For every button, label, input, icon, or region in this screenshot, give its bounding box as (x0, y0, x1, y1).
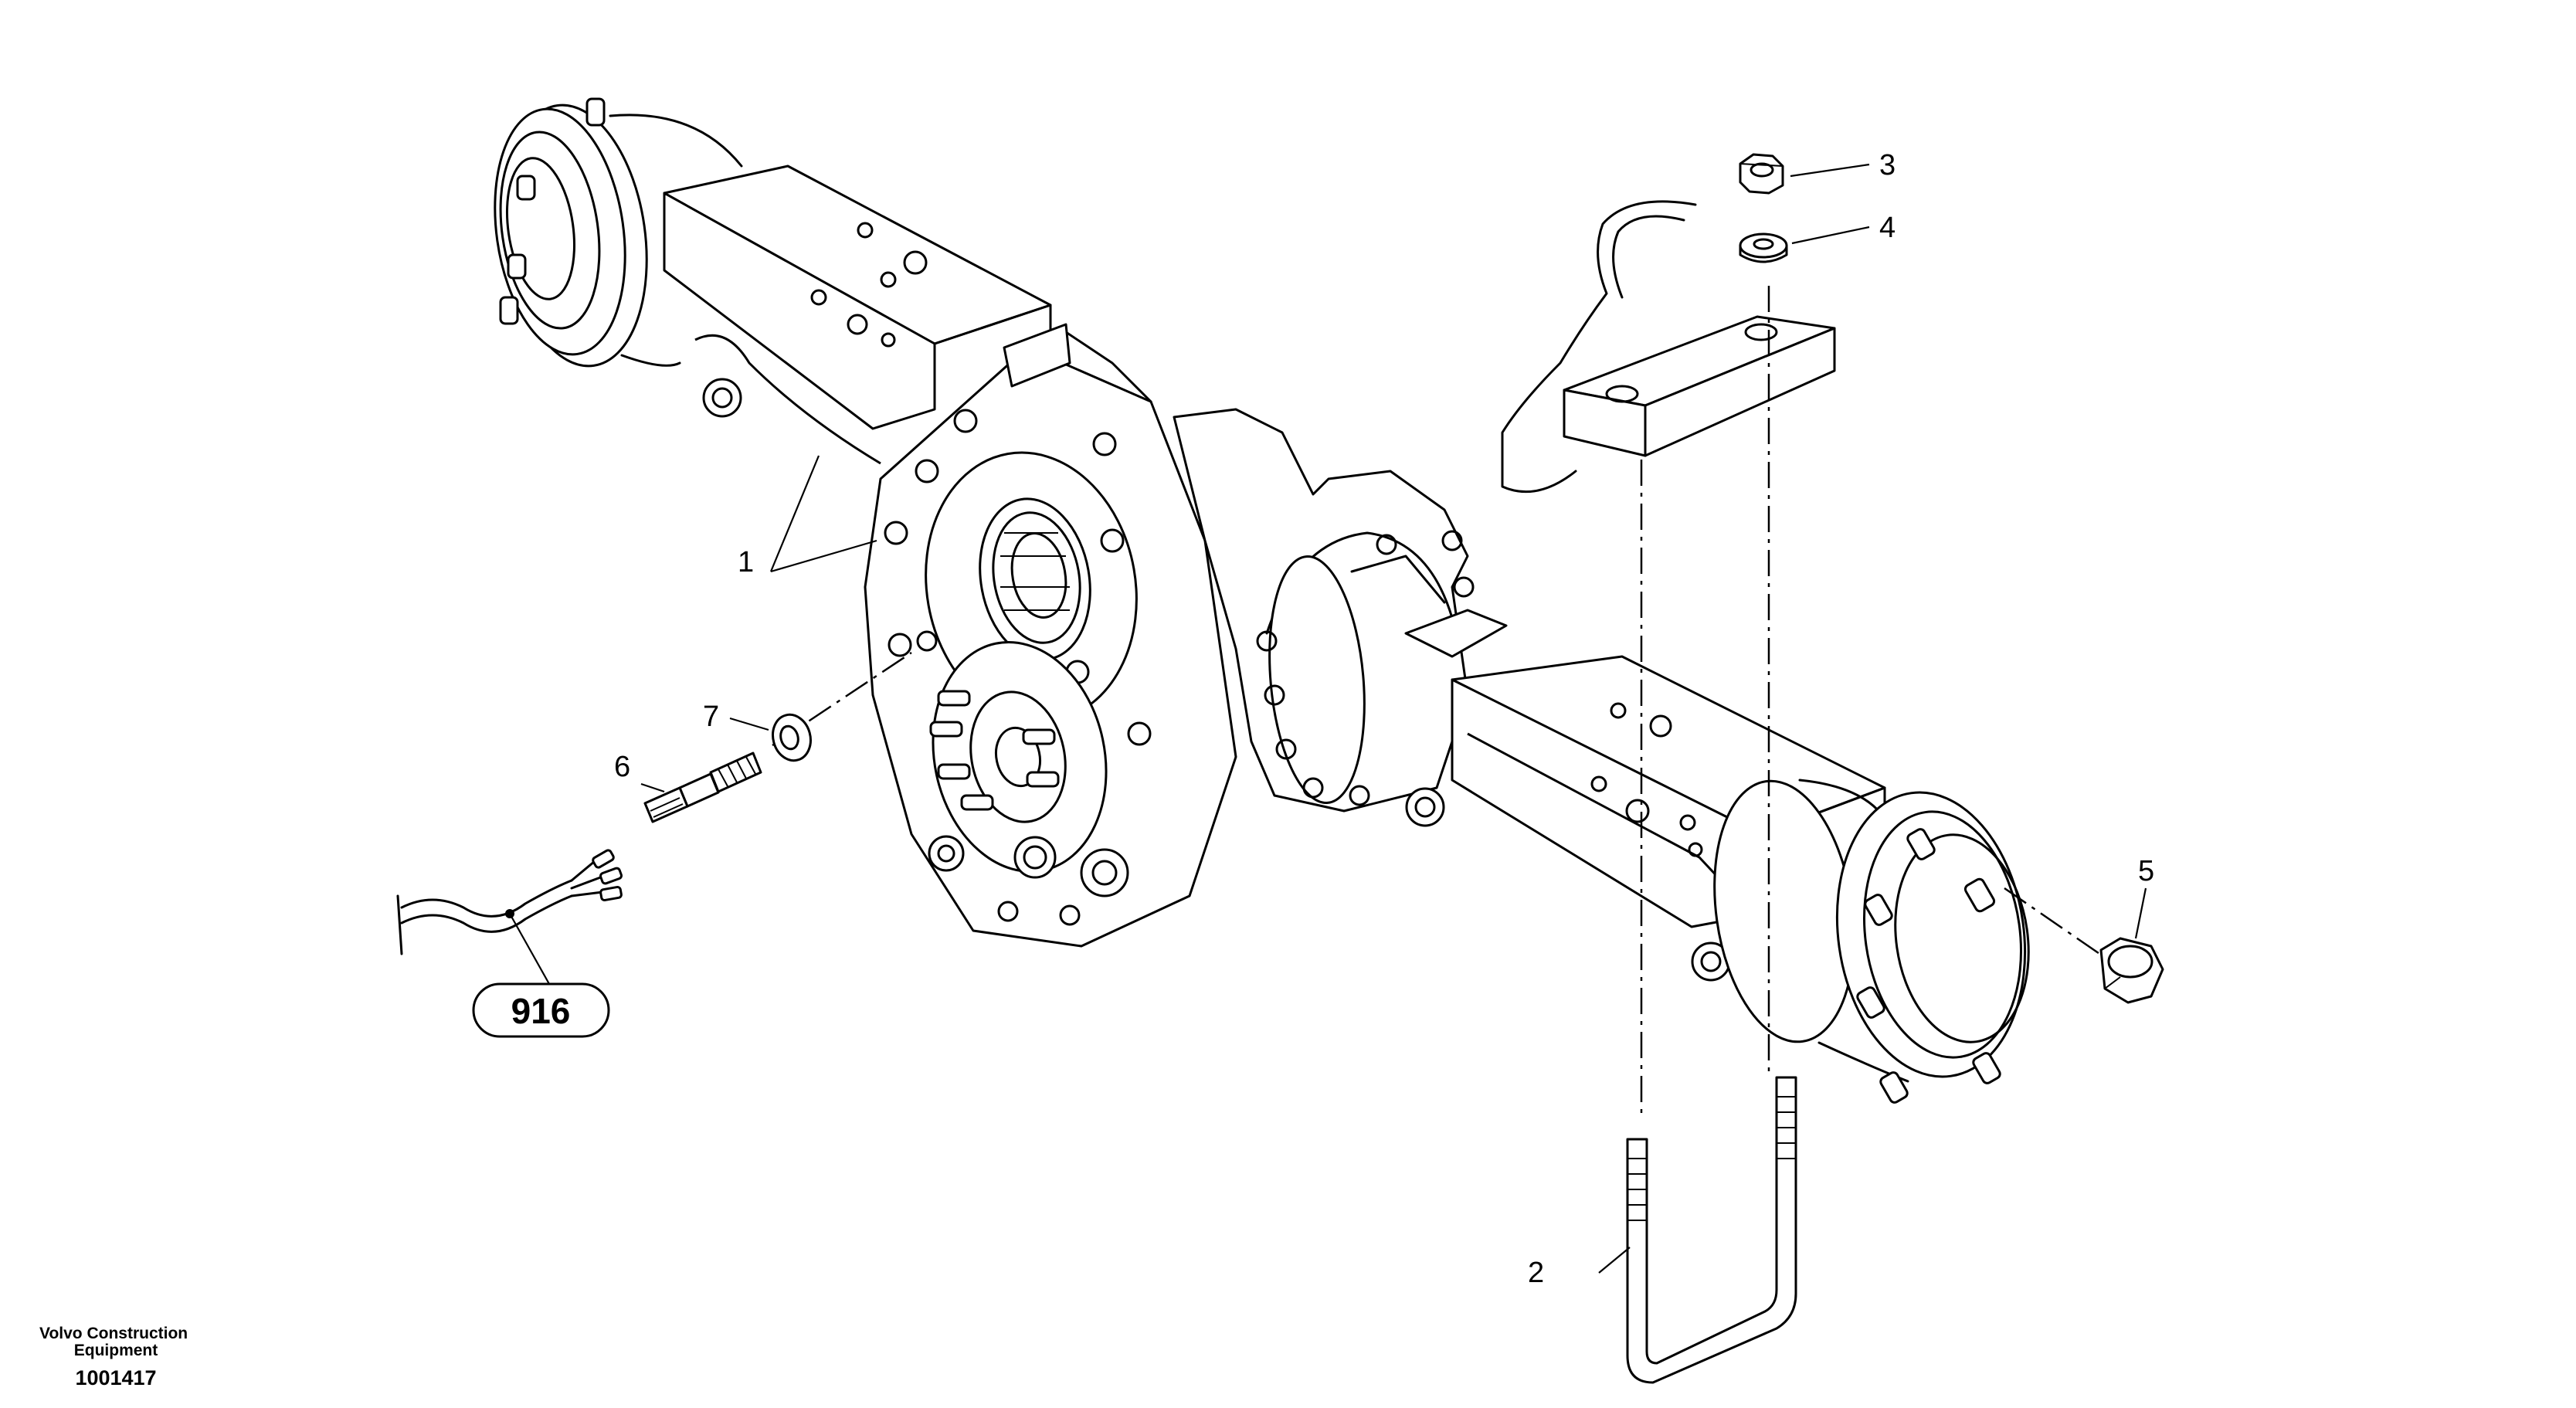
publisher-name: Volvo Construction Equipment (39, 1325, 192, 1359)
publisher-line: Volvo Construction (39, 1325, 188, 1342)
reference-badge-label: 916 (511, 991, 571, 1031)
center-housing (1173, 408, 1508, 827)
callout-label-3: 3 (1879, 149, 1896, 182)
figure-number: 1001417 (75, 1366, 156, 1389)
assembly-centerlines (772, 286, 2117, 1120)
part-5-wheel-nut (2099, 937, 2164, 1004)
left-wheel-hub (494, 97, 743, 368)
callout-label-1: 1 (738, 546, 754, 578)
callout-label-4: 4 (1879, 212, 1896, 244)
part-7-seal-ring (772, 713, 812, 762)
mounting-pad (1563, 315, 1836, 457)
part-6-sensor (643, 751, 762, 823)
wiring-harness-916 (396, 849, 623, 955)
chassis-frame-outline (1501, 200, 1697, 494)
right-wheel-hub (1713, 779, 2030, 1104)
publisher-line-2: Equipment (74, 1342, 158, 1359)
callout-leaders (509, 163, 2147, 1274)
callout-label-7: 7 (703, 701, 719, 733)
transfer-case (864, 323, 1237, 948)
callout-label-2: 2 (1528, 1257, 1544, 1289)
reference-badge[interactable]: 916 (472, 982, 610, 1038)
part-3-nut (1739, 153, 1784, 195)
callout-label-6: 6 (614, 751, 630, 783)
callout-label-5: 5 (2138, 855, 2154, 887)
part-2-u-bolt (1626, 1076, 1797, 1384)
part-4-washer (1739, 232, 1788, 263)
left-axle-housing (663, 165, 1052, 465)
